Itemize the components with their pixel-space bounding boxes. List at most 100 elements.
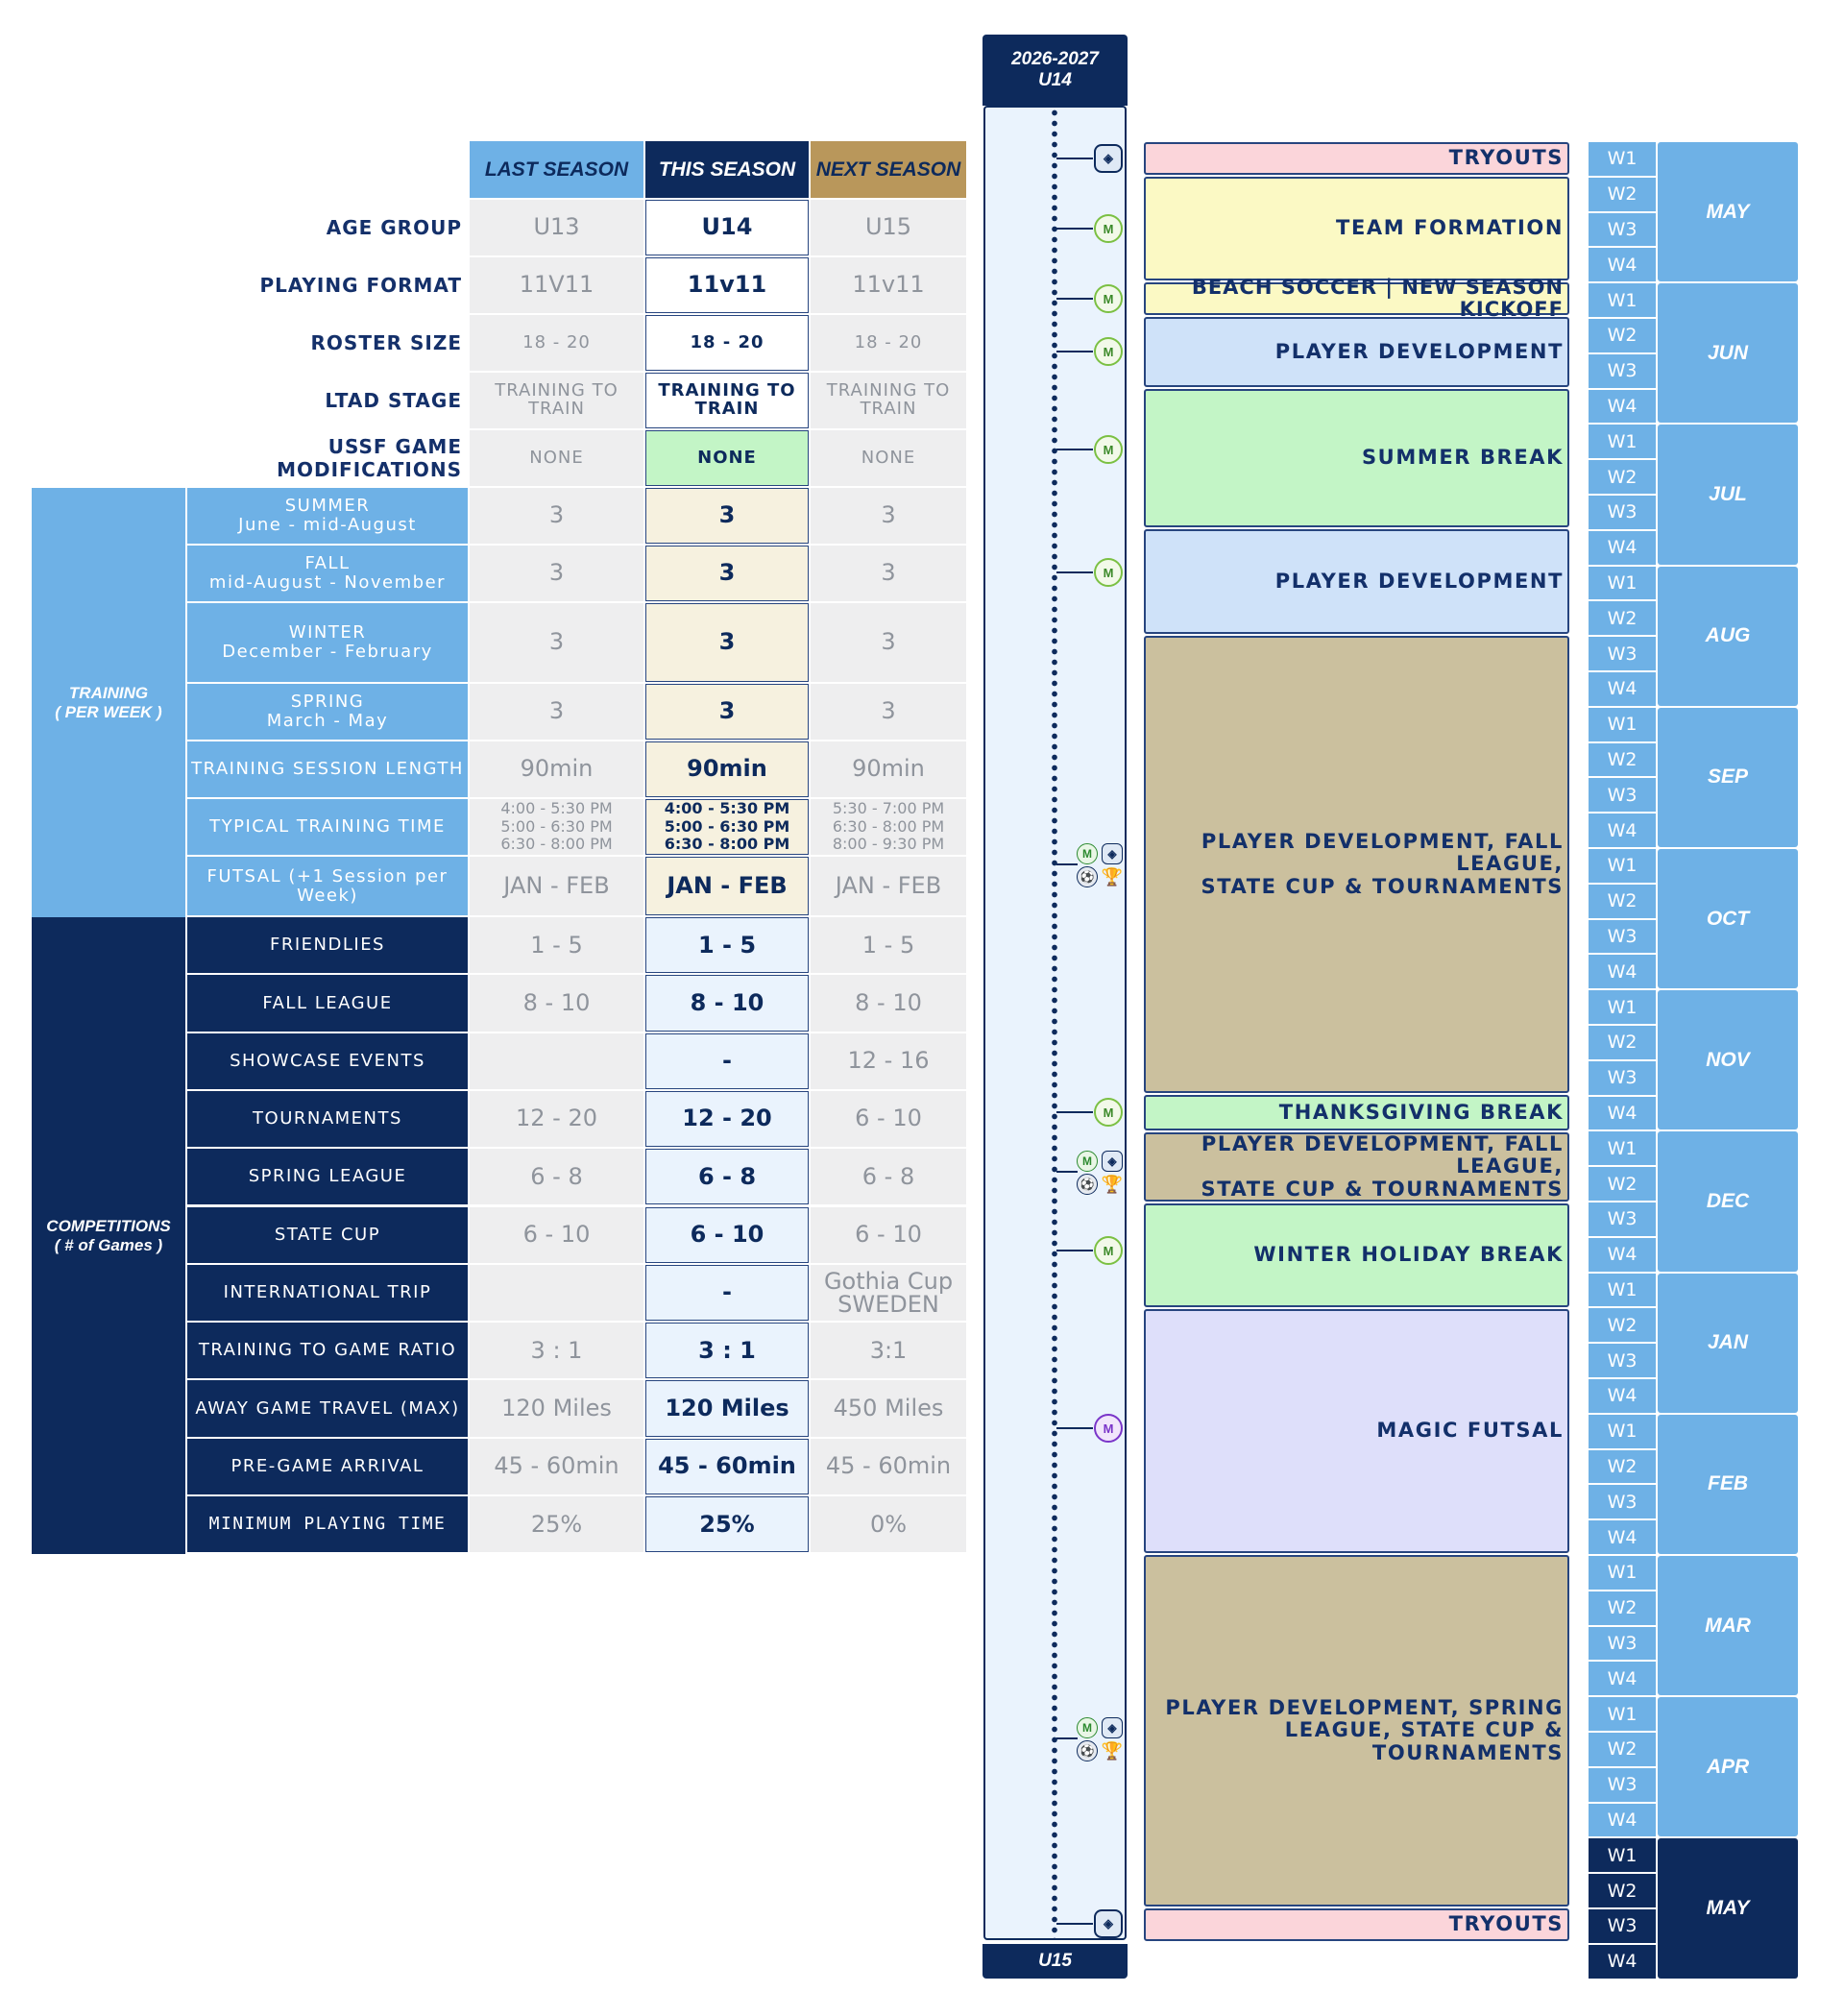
timeline-age-group: U14 <box>1038 70 1072 90</box>
competition-rows-10-last-value: 25% <box>470 1496 643 1553</box>
timeline-connector <box>1056 1737 1078 1739</box>
month-11: APR <box>1658 1697 1798 1837</box>
this-season-header: THIS SEASON <box>645 141 809 198</box>
week-cell: W1 <box>1589 283 1656 317</box>
week-cell: W2 <box>1589 1733 1656 1766</box>
timeline-connector <box>1056 863 1078 865</box>
week-cell: W4 <box>1589 1237 1656 1272</box>
week-cell: W3 <box>1589 496 1656 529</box>
competition-rows-1-this-value: 8 - 10 <box>645 975 809 1032</box>
magic-futsal-logo-icon: M <box>1094 1414 1123 1443</box>
competitions-icon-cluster: M◈⚽🏆 <box>1077 1151 1125 1197</box>
competition-rows-2-next-value: 12 - 16 <box>811 1032 966 1089</box>
last-season-header: LAST SEASON <box>470 141 643 198</box>
timeline-connector <box>1056 449 1093 450</box>
competition-rows-5-label: STATE CUP <box>187 1206 468 1263</box>
competition-rows-0-label: FRIENDLIES <box>187 917 468 974</box>
competition-rows-4-last-value: 6 - 8 <box>470 1149 643 1205</box>
magic-logo-icon: M <box>1094 435 1123 464</box>
timeline-connector <box>1056 1923 1093 1925</box>
training-rows-1-this-value: 3 <box>645 546 809 601</box>
training-rows-3-next-value: 3 <box>811 684 966 740</box>
week-cell: W3 <box>1589 1060 1656 1095</box>
competition-rows-6-last-value <box>470 1264 643 1322</box>
training-rows-3-last-value: 3 <box>470 684 643 740</box>
timeline-connector <box>1056 298 1093 300</box>
month-9: FEB <box>1658 1414 1798 1554</box>
competition-rows-3-last-value: 12 - 20 <box>470 1090 643 1148</box>
week-cell: W1 <box>1589 142 1656 176</box>
phase-block-4: SUMMER BREAK <box>1144 389 1569 527</box>
week-cell: W2 <box>1589 460 1656 494</box>
training-rows-6-last-value: JAN - FEB <box>470 857 643 915</box>
rows-2-next-value: 18 - 20 <box>811 315 966 371</box>
training-group-label: TRAINING ( PER WEEK ) <box>32 488 185 917</box>
magic-logo-icon: M <box>1077 843 1098 864</box>
week-cell: W4 <box>1589 1803 1656 1837</box>
training-rows-0-last-value: 3 <box>470 488 643 544</box>
competition-rows-8-label: AWAY GAME TRAVEL (MAX) <box>187 1380 468 1437</box>
competition-rows-5-next-value: 6 - 10 <box>811 1206 966 1263</box>
training-rows-6-this-value: JAN - FEB <box>645 857 809 915</box>
week-cell: W2 <box>1589 1026 1656 1059</box>
rows-2-label: ROSTER SIZE <box>310 331 462 354</box>
month-6: NOV <box>1658 990 1798 1130</box>
week-cell: W2 <box>1589 319 1656 352</box>
competition-rows-6-label: INTERNATIONAL TRIP <box>187 1264 468 1322</box>
rows-3-last-value: TRAINING TO TRAIN <box>470 373 643 428</box>
magic-logo-icon: M <box>1094 1098 1123 1127</box>
phase-block-3: PLAYER DEVELOPMENT <box>1144 317 1569 387</box>
week-cell: W2 <box>1589 1591 1656 1625</box>
month-12: MAY <box>1658 1838 1798 1979</box>
competition-rows-9-label: PRE-GAME ARRIVAL <box>187 1438 468 1494</box>
week-cell: W3 <box>1589 1626 1656 1661</box>
competition-rows-9-last-value: 45 - 60min <box>470 1438 643 1494</box>
competition-rows-0-this-value: 1 - 5 <box>645 917 809 974</box>
training-rows-0-next-value: 3 <box>811 488 966 544</box>
competition-rows-0-next-value: 1 - 5 <box>811 917 966 974</box>
league-badge-icon: ⚽ <box>1077 1174 1098 1195</box>
rows-4-next-value: NONE <box>811 430 966 486</box>
week-cell: W3 <box>1589 1202 1656 1236</box>
week-cell: W3 <box>1589 778 1656 813</box>
timeline-connector <box>1056 228 1093 230</box>
training-rows-0-this-value: 3 <box>645 488 809 544</box>
week-cell: W1 <box>1589 1697 1656 1731</box>
league-badge-icon: ⚽ <box>1077 1740 1098 1761</box>
competition-rows-10-this-value: 25% <box>645 1496 809 1553</box>
timeline-connector <box>1056 1427 1093 1429</box>
week-cell: W4 <box>1589 248 1656 282</box>
timeline-connector <box>1056 351 1093 352</box>
competition-rows-7-next-value: 3:1 <box>811 1323 966 1379</box>
week-cell: W1 <box>1589 1556 1656 1590</box>
week-cell: W1 <box>1589 849 1656 883</box>
competition-rows-0-last-value: 1 - 5 <box>470 917 643 974</box>
month-1: JUN <box>1658 283 1798 424</box>
competition-rows-3-this-value: 12 - 20 <box>645 1090 809 1148</box>
training-rows-5-last-value: 4:00 - 5:30 PM 5:00 - 6:30 PM 6:30 - 8:0… <box>470 799 643 855</box>
competition-rows-1-last-value: 8 - 10 <box>470 975 643 1032</box>
week-cell: W3 <box>1589 1909 1656 1943</box>
phase-block-0: TRYOUTS <box>1144 142 1569 175</box>
competition-rows-8-next-value: 450 Miles <box>811 1380 966 1437</box>
competition-rows-1-label: FALL LEAGUE <box>187 975 468 1032</box>
training-rows-1-label: FALL mid-August - November <box>187 546 468 601</box>
week-cell: W3 <box>1589 637 1656 670</box>
training-rows-4-last-value: 90min <box>470 741 643 797</box>
competition-rows-10-label: MINIMUM PLAYING TIME <box>187 1496 468 1553</box>
week-cell: W4 <box>1589 814 1656 847</box>
competition-rows-9-next-value: 45 - 60min <box>811 1438 966 1494</box>
timeline-connector <box>1056 158 1093 159</box>
competitions-group-label: COMPETITIONS ( # of Games ) <box>32 917 185 1554</box>
club-crest-icon: ◈ <box>1102 1151 1123 1172</box>
phase-block-12: TRYOUTS <box>1144 1908 1569 1941</box>
rows-1-label: PLAYING FORMAT <box>259 274 462 297</box>
week-cell: W3 <box>1589 1767 1656 1802</box>
week-cell: W2 <box>1589 742 1656 777</box>
magic-logo-icon: M <box>1094 1236 1123 1265</box>
competition-rows-2-last-value <box>470 1032 643 1089</box>
week-cell: W2 <box>1589 1874 1656 1907</box>
competition-rows-6-this-value: - <box>645 1264 809 1322</box>
phase-block-5: PLAYER DEVELOPMENT <box>1144 529 1569 634</box>
phase-block-11: PLAYER DEVELOPMENT, SPRING LEAGUE, STATE… <box>1144 1555 1569 1907</box>
